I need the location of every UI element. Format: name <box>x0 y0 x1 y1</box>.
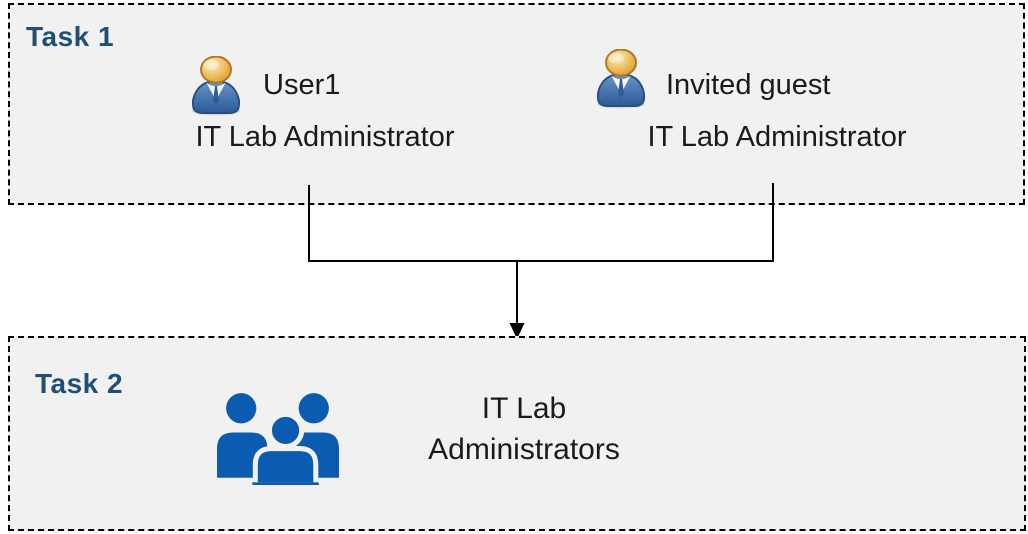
group-name: IT Lab Administrators <box>428 392 620 466</box>
task2-box: Task 2 IT Lab Administrators <box>8 336 1026 531</box>
user-name: User1 <box>263 69 341 101</box>
task2-title: Task 2 <box>35 368 124 399</box>
user-role: IT Lab Administrator <box>195 121 455 153</box>
people-group-icon <box>215 392 341 488</box>
user-role: IT Lab Administrator <box>647 121 907 153</box>
user-name: Invited guest <box>666 69 831 101</box>
person-icon <box>187 55 245 116</box>
person-icon <box>592 48 650 109</box>
task1-box: Task 1 <box>8 3 1025 205</box>
task1-title: Task 1 <box>26 21 115 52</box>
